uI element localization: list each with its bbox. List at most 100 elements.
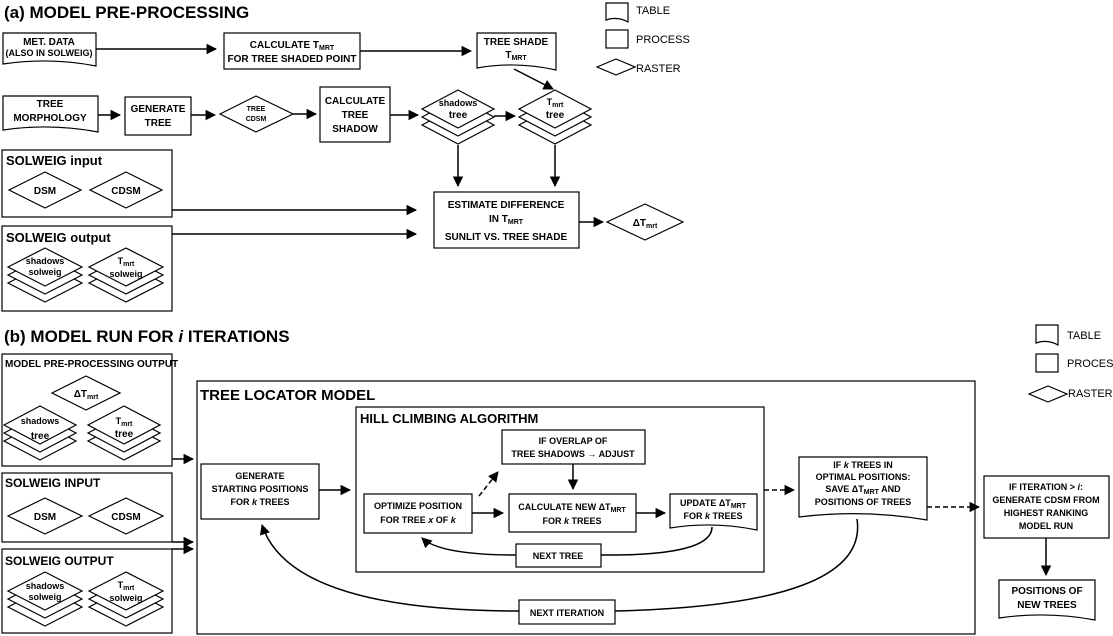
svg-text:IN TMRT: IN TMRT [489, 214, 524, 226]
calculate-tree-shadow-process: CALCULATE TREE SHADOW [319, 86, 391, 143]
svg-text:IF ITERATION > i:: IF ITERATION > i: [1009, 482, 1083, 492]
svg-text:FOR k TREES: FOR k TREES [542, 516, 601, 526]
section-a-title: (a) MODEL PRE-PROCESSING [4, 3, 249, 22]
svg-text:IF k TREES IN: IF k TREES IN [833, 460, 893, 470]
solweig-input-group-a: SOLWEIG input DSM CDSM [1, 149, 173, 218]
svg-text:RASTER: RASTER [1068, 388, 1113, 400]
tree-shade-tmrt-table: TREE SHADE TMRT [476, 32, 557, 71]
svg-text:tree: tree [115, 429, 134, 440]
svg-text:solweig: solweig [109, 593, 142, 603]
solweig-input-group-b: SOLWEIG INPUT DSM CDSM [1, 472, 173, 543]
next-iteration-process: NEXT ITERATION [518, 599, 616, 625]
connectors-b [259, 464, 1052, 612]
tree-morphology-table: TREE MORPHOLOGY [2, 95, 99, 133]
svg-text:UPDATE ΔTMRT: UPDATE ΔTMRT [680, 498, 747, 510]
tmrt-tree-raster: Tmrt tree [517, 89, 593, 145]
svg-text:MODEL PRE-PROCESSING OUTPUT: MODEL PRE-PROCESSING OUTPUT [5, 359, 178, 370]
svg-text:tree: tree [449, 110, 468, 121]
svg-text:Tmrt: Tmrt [547, 97, 564, 109]
positions-new-trees-table: POSITIONS OF NEW TREES [998, 579, 1096, 621]
svg-text:NEXT ITERATION: NEXT ITERATION [530, 608, 604, 618]
svg-text:Tmrt: Tmrt [118, 256, 135, 268]
svg-text:solweig: solweig [109, 269, 142, 279]
connectors-b-inputs [172, 453, 195, 555]
legend-raster-label: RASTER [636, 63, 681, 75]
svg-text:TREE: TREE [342, 110, 369, 121]
met-data-table: MET. DATA (ALSO IN SOLWEIG) [2, 32, 97, 67]
svg-text:IF OVERLAP OF: IF OVERLAP OF [539, 436, 608, 446]
svg-text:SUNLIT VS. TREE SHADE: SUNLIT VS. TREE SHADE [445, 232, 568, 243]
svg-text:shadows: shadows [439, 98, 478, 108]
estimate-difference-process: ESTIMATE DIFFERENCE IN TMRT SUNLIT VS. T… [433, 191, 580, 249]
svg-text:Tmrt: Tmrt [118, 580, 135, 592]
svg-text:OPTIMIZE POSITION: OPTIMIZE POSITION [374, 501, 462, 511]
generate-tree-process: GENERATE TREE [124, 96, 192, 136]
if-iteration-process: IF ITERATION > i: GENERATE CDSM FROM HIG… [983, 475, 1110, 539]
legend-process-shape [605, 29, 629, 49]
legend-table-label: TABLE [636, 5, 670, 17]
calculate-tmrt-process: CALCULATE TMRT FOR TREE SHADED POINT [223, 32, 361, 70]
legend-raster-shape [595, 58, 637, 76]
svg-text:shadows: shadows [21, 416, 60, 426]
svg-text:POSITIONS OF: POSITIONS OF [1011, 586, 1082, 597]
svg-text:shadows: shadows [26, 256, 65, 266]
svg-text:GENERATE CDSM FROM: GENERATE CDSM FROM [992, 495, 1099, 505]
svg-text:POSITIONS OF TREES: POSITIONS OF TREES [815, 497, 912, 507]
if-overlap-process: IF OVERLAP OF TREE SHADOWS → ADJUST [501, 429, 646, 465]
section-b-title: (b) MODEL RUN FOR i ITERATIONS [4, 327, 290, 346]
preprocessing-output-group: MODEL PRE-PROCESSING OUTPUT ΔTmrt shadow… [1, 353, 178, 467]
svg-text:TREE: TREE [37, 99, 64, 110]
svg-text:shadows: shadows [26, 581, 65, 591]
svg-text:tree: tree [31, 431, 50, 442]
svg-text:FOR k TREES: FOR k TREES [683, 511, 742, 521]
if-k-trees-table: IF k TREES IN OPTIMAL POSITIONS: SAVE ΔT… [798, 456, 928, 521]
svg-text:MORPHOLOGY: MORPHOLOGY [13, 113, 87, 124]
hill-climbing-title: HILL CLIMBING ALGORITHM [360, 411, 538, 426]
svg-text:TREE: TREE [247, 106, 266, 113]
legend-process-label: PROCESS [636, 34, 690, 46]
svg-text:SOLWEIG INPUT: SOLWEIG INPUT [5, 476, 101, 490]
svg-text:MODEL RUN: MODEL RUN [1019, 521, 1073, 531]
svg-text:ΔTmrt: ΔTmrt [633, 218, 658, 230]
svg-text:CALCULATE NEW ΔTMRT: CALCULATE NEW ΔTMRT [518, 502, 626, 514]
svg-text:TREE: TREE [145, 118, 172, 129]
svg-text:FOR k TREES: FOR k TREES [230, 497, 289, 507]
svg-text:DSM: DSM [34, 512, 56, 523]
svg-text:DSM: DSM [34, 186, 56, 197]
svg-text:CALCULATE: CALCULATE [325, 96, 386, 107]
svg-text:SAVE ΔTMRT AND: SAVE ΔTMRT AND [825, 484, 901, 496]
delta-tmrt-raster-a: ΔTmrt [605, 203, 685, 241]
svg-text:TREE SHADE: TREE SHADE [484, 37, 549, 48]
svg-text:PROCESS: PROCESS [1067, 358, 1113, 370]
svg-text:GENERATE: GENERATE [235, 471, 284, 481]
svg-text:NEXT TREE: NEXT TREE [533, 551, 584, 561]
legend-table-shape [605, 2, 629, 24]
svg-text:STARTING POSITIONS: STARTING POSITIONS [212, 484, 309, 494]
svg-text:TMRT: TMRT [505, 50, 527, 62]
svg-text:(ALSO IN SOLWEIG): (ALSO IN SOLWEIG) [6, 48, 93, 58]
svg-text:SHADOW: SHADOW [332, 124, 378, 135]
svg-text:CDSM: CDSM [111, 186, 140, 197]
tree-locator-model-title: TREE LOCATOR MODEL [200, 387, 375, 404]
svg-text:NEW TREES: NEW TREES [1017, 600, 1077, 611]
svg-text:Tmrt: Tmrt [116, 416, 133, 428]
svg-text:solweig: solweig [28, 592, 61, 602]
svg-text:ΔTmrt: ΔTmrt [74, 389, 99, 401]
svg-text:TREE SHADOWS → ADJUST: TREE SHADOWS → ADJUST [511, 449, 635, 459]
connectors-a [96, 43, 605, 240]
solweig-output-group-b: SOLWEIG OUTPUT shadows solweig Tmrt solw… [1, 548, 173, 634]
svg-text:CDSM: CDSM [111, 512, 140, 523]
svg-text:CDSM: CDSM [246, 116, 267, 123]
svg-text:HIGHEST RANKING: HIGHEST RANKING [1004, 508, 1089, 518]
svg-text:SOLWEIG output: SOLWEIG output [6, 230, 111, 245]
update-delta-table: UPDATE ΔTMRT FOR k TREES [669, 493, 758, 531]
legend-a: TABLE PROCESS RASTER [595, 2, 690, 76]
svg-text:TABLE: TABLE [1067, 330, 1101, 342]
svg-text:MET. DATA: MET. DATA [23, 37, 75, 48]
svg-text:tree: tree [546, 110, 565, 121]
svg-text:CALCULATE TMRT: CALCULATE TMRT [250, 40, 335, 52]
shadows-tree-raster: shadows tree [420, 89, 496, 145]
svg-text:FOR TREE x OF k: FOR TREE x OF k [380, 515, 457, 525]
svg-text:ESTIMATE DIFFERENCE: ESTIMATE DIFFERENCE [448, 200, 565, 211]
